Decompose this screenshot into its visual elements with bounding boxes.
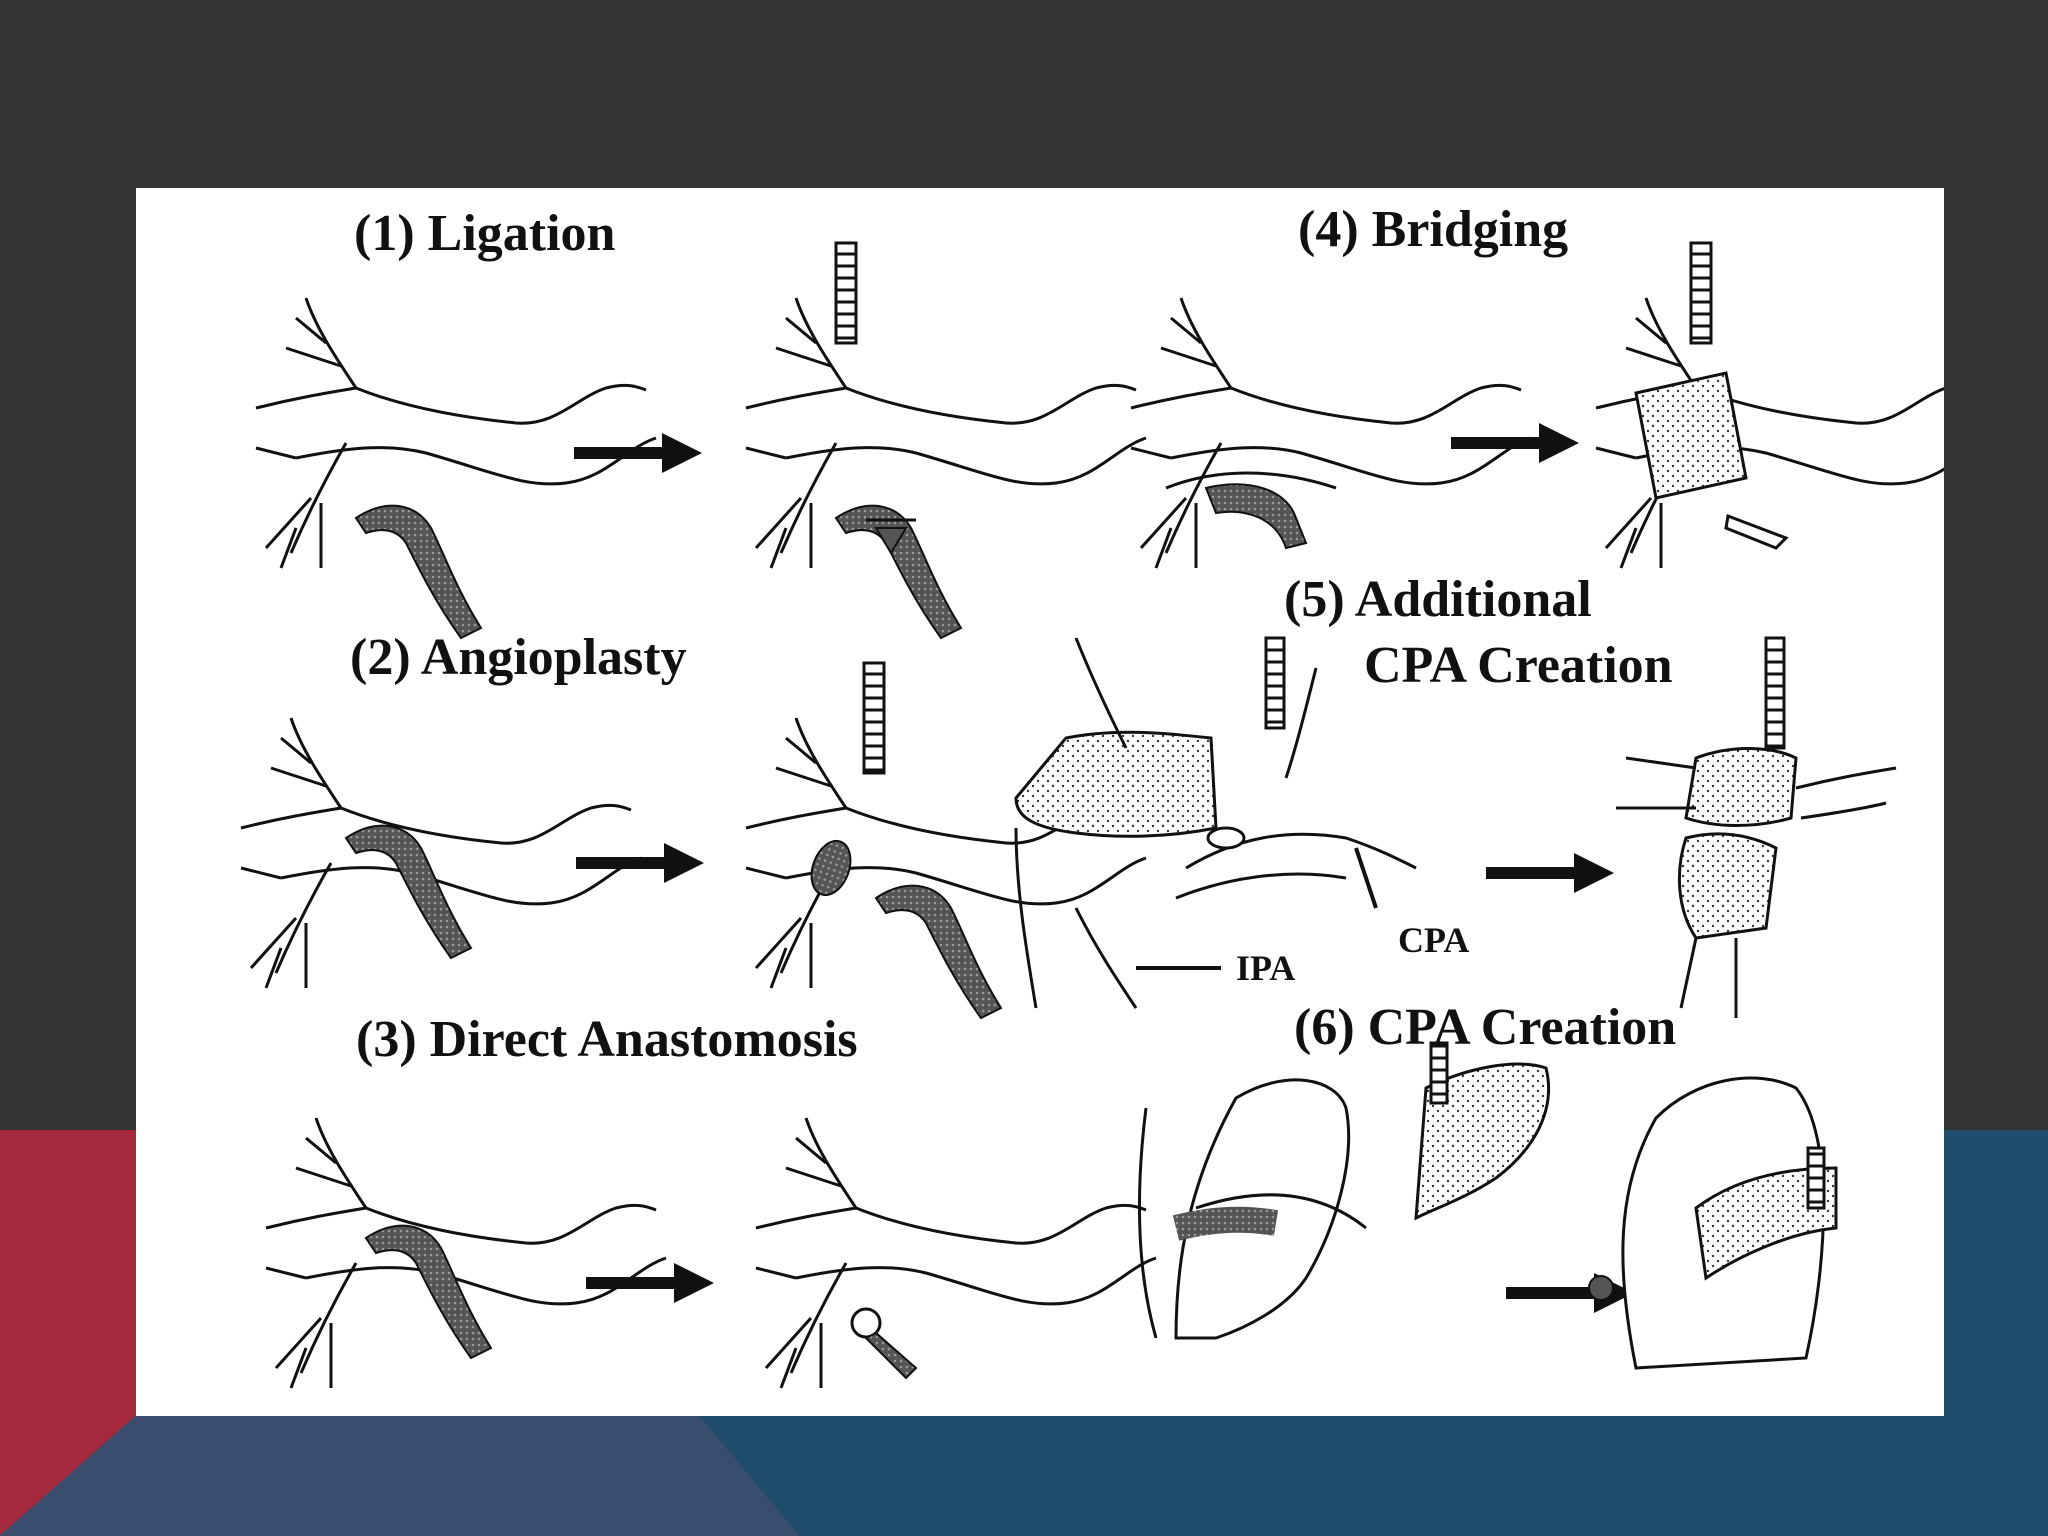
label-ipa: IPA [1236,950,1295,986]
panel-additional-cpa [1016,638,1896,1018]
figure-panel: (1) Ligation (2) Angioplasty (3) Direct … [136,188,1944,1416]
label-angioplasty: (2) Angioplasty [350,632,687,684]
panel-cpa-creation [1139,1043,1836,1368]
surgical-technique-diagram [136,188,1944,1416]
label-additional-line2: CPA Creation [1364,640,1673,692]
panel-bridging [1131,243,1944,568]
label-additional-line1: (5) Additional [1284,574,1592,626]
label-cpa-creation: (6) CPA Creation [1294,1002,1676,1054]
panel-direct-anastomosis [266,1118,1156,1388]
panel-ligation [256,243,1146,638]
label-ligation: (1) Ligation [354,208,615,260]
label-direct-anastomosis: (3) Direct Anastomosis [356,1014,858,1066]
label-bridging: (4) Bridging [1298,204,1568,256]
label-cpa: CPA [1398,922,1469,958]
panel-angioplasty [241,663,1146,1018]
slate-band [0,1416,800,1536]
